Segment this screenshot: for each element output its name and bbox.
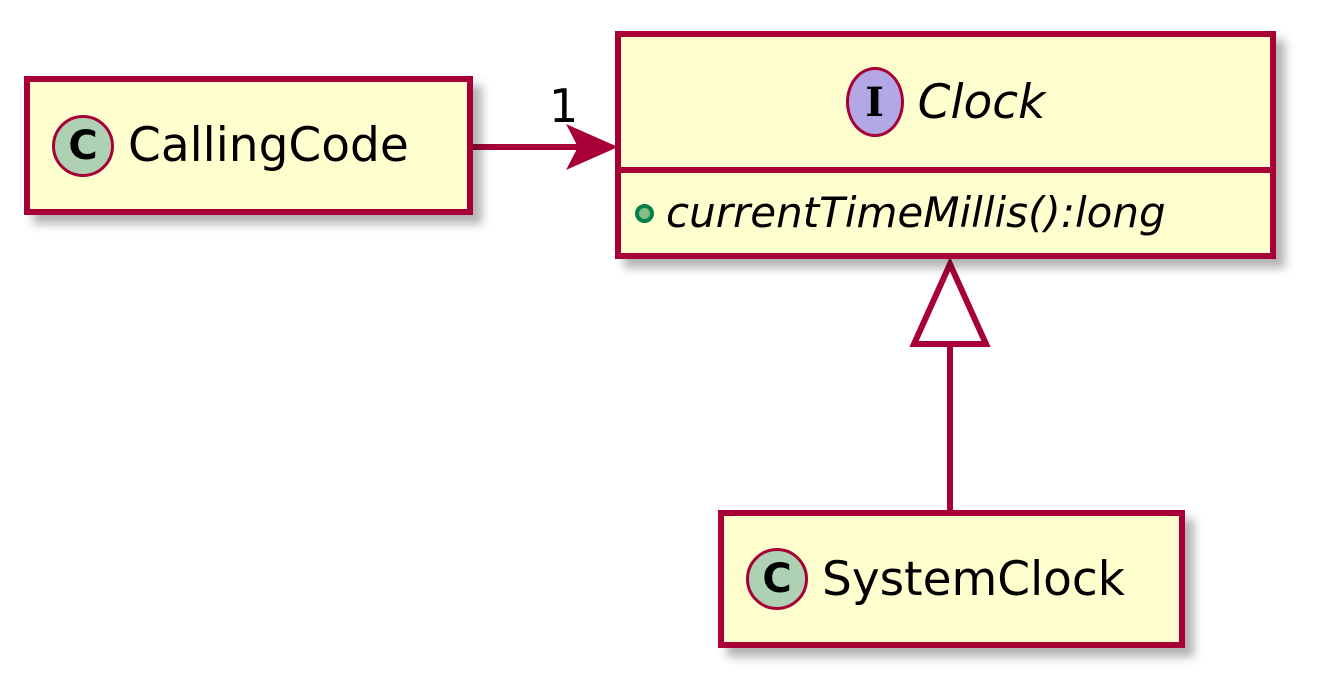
method-signature-current-time-millis: currentTimeMillis():long [666, 188, 1166, 237]
interface-clock-member-row[interactable]: currentTimeMillis():long [621, 167, 1270, 253]
interface-box-clock-titlebar: I Clock [621, 37, 1270, 167]
edge-association-calling-code-to-clock [472, 124, 618, 170]
interface-box-clock[interactable]: I Clock currentTimeMillis():long [615, 31, 1276, 259]
class-box-calling-code-titlebar: C CallingCode [30, 82, 467, 209]
edge-realization-system-clock-to-clock [909, 256, 991, 510]
interface-name-clock: Clock [917, 74, 1046, 130]
class-box-system-clock[interactable]: C SystemClock [718, 510, 1185, 648]
class-box-system-clock-titlebar: C SystemClock [724, 516, 1179, 642]
class-stereotype-icon: C [746, 548, 808, 610]
class-name-calling-code: CallingCode [128, 118, 409, 173]
interface-stereotype-icon: I [845, 67, 904, 137]
public-visibility-icon [635, 203, 654, 223]
realization-hollow-triangle-icon [909, 256, 991, 347]
class-box-calling-code[interactable]: C CallingCode [24, 76, 473, 215]
class-name-system-clock: SystemClock [822, 551, 1125, 607]
class-stereotype-icon: C [52, 114, 114, 177]
association-multiplicity-label: 1 [549, 79, 579, 133]
